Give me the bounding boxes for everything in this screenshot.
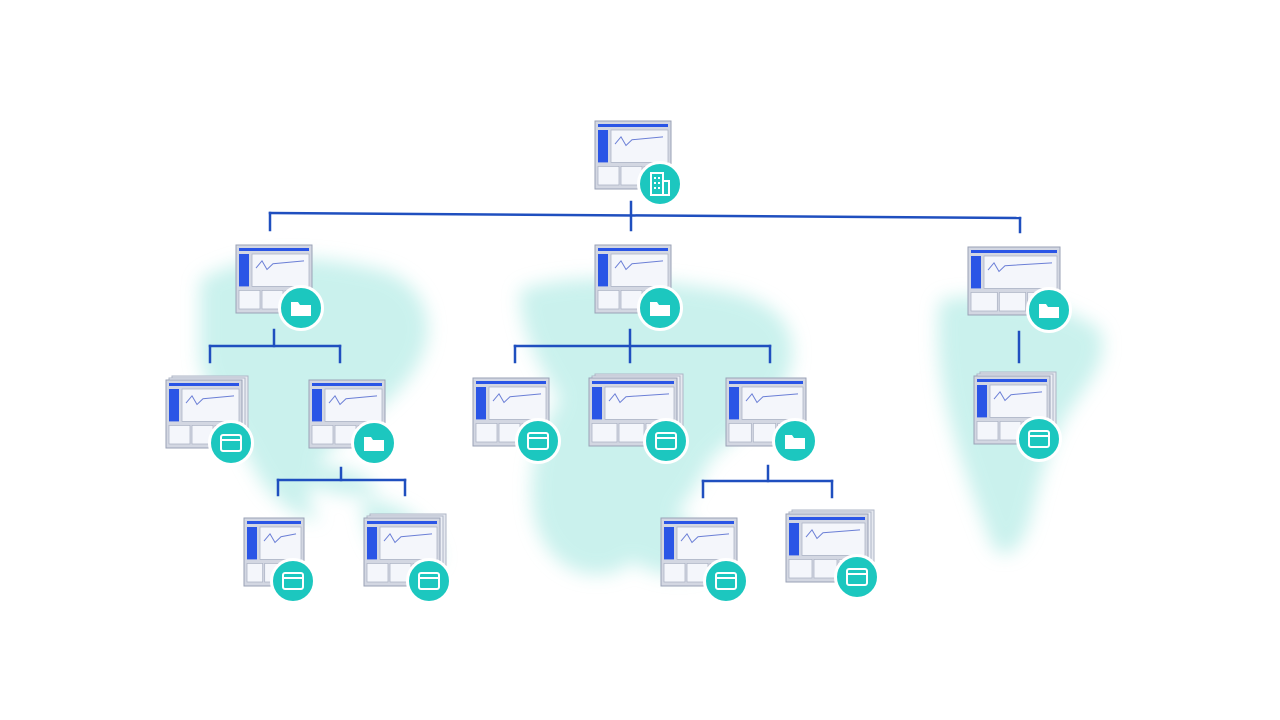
node-folder-a2[interactable]	[308, 379, 397, 466]
node-folder-b[interactable]	[594, 244, 683, 331]
window-icon	[282, 572, 304, 590]
folder-badge	[637, 285, 683, 331]
folder-icon	[1039, 304, 1059, 318]
node-dash-a2a[interactable]	[243, 517, 316, 604]
folder-icon	[291, 302, 311, 316]
building-icon	[650, 172, 670, 196]
node-root[interactable]	[594, 120, 683, 207]
window-icon	[846, 568, 868, 586]
window-icon	[527, 432, 549, 450]
dashboard-badge	[834, 554, 880, 600]
window-icon	[1028, 430, 1050, 448]
dashboard-thumbnail	[308, 379, 386, 449]
folder-icon	[785, 435, 805, 449]
folder-badge	[278, 285, 324, 331]
node-dash-c1[interactable]	[973, 371, 1062, 462]
dashboard-badge	[208, 420, 254, 466]
node-dash-b3b[interactable]	[785, 509, 880, 600]
folder-icon	[650, 302, 670, 316]
folder-icon	[364, 437, 384, 451]
folder-badge	[351, 420, 397, 466]
dashboard-badge	[1016, 416, 1062, 462]
node-dash-b3a[interactable]	[660, 517, 749, 604]
node-dash-a1[interactable]	[165, 375, 254, 466]
window-icon	[655, 432, 677, 450]
dashboard-badge	[515, 418, 561, 464]
window-icon	[418, 572, 440, 590]
organization-badge	[637, 161, 683, 207]
folder-badge	[772, 418, 818, 464]
window-icon	[715, 572, 737, 590]
node-dash-b2[interactable]	[588, 373, 689, 464]
node-folder-c[interactable]	[967, 246, 1072, 333]
dashboard-badge	[643, 418, 689, 464]
node-folder-a[interactable]	[235, 244, 324, 331]
node-dash-a2b[interactable]	[363, 513, 452, 604]
node-folder-b3[interactable]	[725, 377, 818, 464]
window-icon	[220, 434, 242, 452]
connector-root-bar	[268, 211, 1022, 220]
dashboard-badge	[270, 558, 316, 604]
dashboard-badge	[406, 558, 452, 604]
node-dash-b1[interactable]	[472, 377, 561, 464]
folder-badge	[1026, 287, 1072, 333]
dashboard-badge	[703, 558, 749, 604]
